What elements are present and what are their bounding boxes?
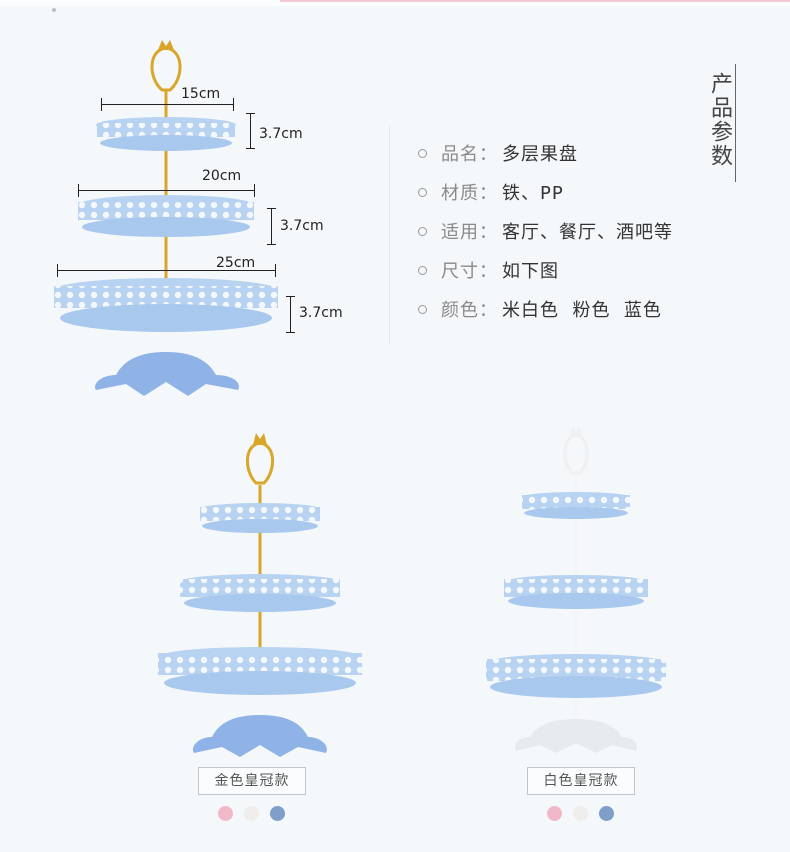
white-swatch[interactable]: [244, 806, 259, 821]
white-swatch[interactable]: [573, 806, 588, 821]
middle-height-label: 3.7cm: [280, 218, 324, 234]
pink-swatch[interactable]: [547, 806, 562, 821]
top-width-label: 15cm: [181, 86, 221, 102]
white-variant-caption: 白色皇冠款: [527, 767, 635, 795]
spec-title: 产品参数: [707, 72, 732, 168]
bottom-height-label: 3.7cm: [299, 305, 343, 321]
top-pink-line: [280, 0, 790, 2]
middle-width-label: 20cm: [202, 168, 242, 184]
spec-title-bar: [735, 64, 736, 182]
bottom-height-line: [286, 296, 295, 333]
spec-value: 客厅、餐厅、酒吧等: [502, 222, 673, 243]
spec-row-size: 尺寸： 如下图: [418, 258, 559, 282]
gold-variant-caption: 金色皇冠款: [198, 767, 306, 795]
spec-row-name: 品名： 多层果盘: [418, 141, 578, 165]
bottom-width-line: [57, 264, 276, 277]
white-crown-stand-image: [486, 427, 666, 753]
middle-height-line: [267, 208, 276, 245]
bottom-width-label: 25cm: [216, 255, 256, 271]
top-height-label: 3.7cm: [259, 126, 303, 142]
spec-label: 尺寸：: [441, 261, 498, 282]
middle-width-line: [78, 184, 255, 197]
top-height-line: [246, 113, 255, 149]
spec-row-usage: 适用： 客厅、餐厅、酒吧等: [418, 219, 673, 243]
spec-label: 颜色：: [441, 300, 498, 321]
spec-label: 材质：: [441, 183, 498, 204]
spec-row-color: 颜色： 米白色 粉色 蓝色: [418, 297, 662, 321]
spec-value: 铁、PP: [502, 183, 564, 204]
bullet-icon: [418, 304, 427, 314]
spec-label: 适用：: [441, 222, 498, 243]
spec-value: 如下图: [502, 261, 559, 282]
spec-row-material: 材质： 铁、PP: [418, 180, 564, 204]
top-width-line: [101, 98, 234, 111]
spec-label: 品名：: [441, 144, 498, 165]
bullet-icon: [418, 226, 427, 236]
gold-crown-stand-image: [158, 433, 362, 757]
spec-divider: [389, 126, 390, 344]
pink-swatch[interactable]: [218, 806, 233, 821]
spec-value: 米白色 粉色 蓝色: [502, 300, 662, 321]
bullet-icon: [418, 265, 427, 275]
bullet-icon: [418, 187, 427, 197]
spec-value: 多层果盘: [502, 144, 578, 165]
top-dot: [52, 8, 56, 12]
blue-swatch[interactable]: [599, 806, 614, 821]
bullet-icon: [418, 148, 427, 158]
top-strip: [0, 0, 790, 12]
blue-swatch[interactable]: [270, 806, 285, 821]
main-stand-image: [54, 40, 278, 396]
